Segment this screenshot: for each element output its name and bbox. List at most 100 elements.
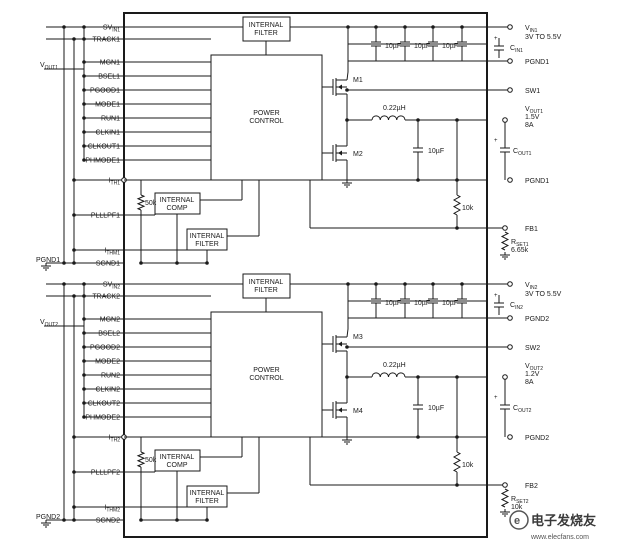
mosfet-arrow-icon	[338, 341, 342, 347]
pgnd-bot-label: PGND1	[525, 178, 549, 185]
mosfet-arrow-icon	[338, 407, 342, 413]
power-control-label: CONTROL	[249, 375, 283, 382]
internal-filter-bottom-label: INTERNAL	[190, 233, 225, 240]
cap-plus: +	[494, 293, 498, 299]
internal-filter-top-label: INTERNAL	[249, 279, 284, 286]
resistor-50k-label: 50k	[145, 457, 157, 464]
vout-current: 8A	[525, 122, 534, 129]
drain-wire	[346, 71, 349, 81]
junction-dot	[72, 294, 76, 298]
channel-1: SVIN1TRACK1MGN1BSEL1PGOOD1MODE1RUN1CLKIN…	[36, 16, 562, 271]
pgnd-top-label: PGND1	[525, 59, 549, 66]
input-cap-label: 10µF	[442, 43, 458, 50]
output-cap-label: 10µF	[428, 148, 444, 155]
internal-comp-label: INTERNAL	[160, 197, 195, 204]
junction-dot	[72, 261, 76, 265]
vout-voltage: 1.5V	[525, 114, 540, 121]
pgnd-bot-label: PGND2	[525, 435, 549, 442]
junction-dot	[62, 25, 66, 29]
inductor-label: 0.22µH	[383, 362, 406, 369]
internal-filter-top	[242, 273, 291, 299]
pin-terminal	[507, 177, 513, 183]
vout-input-label: VOUT2	[40, 319, 58, 328]
input-cap-label: 10µF	[442, 300, 458, 307]
junction-dot	[72, 178, 76, 182]
junction-dot	[72, 518, 76, 522]
pin-label-run1: RUN1	[101, 116, 120, 123]
pin-label-plllpf1: PLLLPF1	[91, 213, 120, 220]
internal-comp-label: COMP	[167, 205, 188, 212]
power-control-block	[210, 54, 323, 181]
pin-label-sgnd1: SGND1	[96, 261, 120, 268]
junction-dot	[455, 483, 459, 487]
resistor-icon	[500, 231, 510, 251]
pin-label-i_thm1: ITHM1	[104, 248, 120, 257]
pin-label-clkin1: CLKIN1	[95, 130, 120, 137]
watermark-cn: 电子发烧友	[531, 513, 596, 529]
internal-comp-label: INTERNAL	[160, 454, 195, 461]
pin-terminal	[507, 344, 513, 350]
cap-plus: +	[494, 395, 498, 401]
mosfet-arrow-icon	[338, 150, 342, 156]
pin-label-clkout1: CLKOUT1	[88, 144, 120, 151]
input-cap-label: 10µF	[385, 43, 401, 50]
watermark-logo-icon	[509, 510, 529, 530]
pin-terminal	[507, 58, 513, 64]
junction-dot	[346, 282, 350, 286]
pin-label-phmode2: PHMODE2	[85, 415, 120, 422]
junction-dot	[72, 248, 76, 252]
cout-label: COUT2	[513, 405, 532, 414]
rset-label: RSET1	[511, 239, 529, 248]
drain-wire	[346, 328, 349, 338]
resistor-icon	[500, 488, 510, 508]
pgnd-label: PGND1	[36, 257, 60, 264]
fb-label: FB1	[525, 226, 538, 233]
junction-dot	[416, 178, 420, 182]
pin-label-mode1: MODE1	[95, 102, 120, 109]
junction-dot	[345, 118, 349, 122]
mosfet-label-m2: M2	[353, 151, 363, 158]
pin-terminal	[502, 374, 508, 380]
pin-terminal	[507, 87, 513, 93]
pin-label-sv_in2: SVIN2	[103, 282, 120, 291]
junction-dot	[62, 282, 66, 286]
power-control-label: CONTROL	[249, 118, 283, 125]
internal-filter-bottom-label: FILTER	[195, 498, 219, 505]
mosfet-arrow-icon	[338, 84, 342, 90]
fb-resistor-label: 10k	[462, 205, 474, 212]
pin-label-bsel2: BSEL2	[98, 331, 120, 338]
junction-dot	[345, 375, 349, 379]
pin-terminal	[507, 434, 513, 440]
input-cap-label: 10µF	[414, 43, 430, 50]
pin-label-clkout2: CLKOUT2	[88, 401, 120, 408]
pin-label-pgood2: PGOOD2	[90, 345, 120, 352]
pin-terminal	[507, 315, 513, 321]
vin-range-label: 3V TO 5.5V	[525, 291, 562, 298]
vout-input-label: VOUT1	[40, 62, 58, 71]
pin-terminal	[507, 281, 513, 287]
pin-label-bsel1: BSEL1	[98, 74, 120, 81]
cap-plus: +	[494, 138, 498, 144]
vout-voltage: 1.2V	[525, 371, 540, 378]
mosfet-label-m3: M3	[353, 334, 363, 341]
pin-label-track1: TRACK1	[92, 37, 120, 44]
pgnd-top-label: PGND2	[525, 316, 549, 323]
cin-label: CIN2	[510, 302, 523, 311]
pin-label-mgn2: MGN2	[100, 317, 120, 324]
cin-label: CIN1	[510, 45, 523, 54]
vout-label: VOUT2	[525, 363, 543, 372]
pin-label-plllpf2: PLLLPF2	[91, 470, 120, 477]
pin-label-run2: RUN2	[101, 373, 120, 380]
channel-2: SVIN2TRACK2MGN2BSEL2PGOOD2MODE2RUN2CLKIN…	[36, 273, 562, 528]
power-control-label: POWER	[253, 110, 279, 117]
junction-dot	[72, 37, 76, 41]
watermark: e 电子发烧友 www.elecfans.com	[509, 510, 596, 541]
junction-dot	[455, 435, 459, 439]
pin-terminal	[502, 225, 508, 231]
vin-label: VIN2	[525, 282, 538, 291]
junction-dot	[62, 518, 66, 522]
junction-dot	[72, 470, 76, 474]
resistor-icon	[136, 451, 146, 468]
resistor-icon	[452, 451, 462, 473]
junction-dot	[72, 213, 76, 217]
